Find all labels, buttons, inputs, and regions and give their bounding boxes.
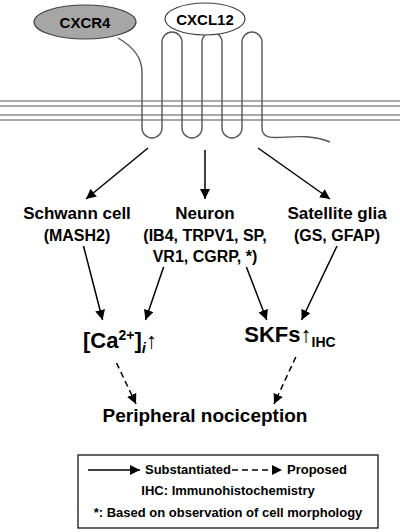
legend-solid-sample bbox=[88, 469, 140, 471]
node-title: CXCL12 bbox=[176, 11, 234, 28]
node-title: Peripheral nociception bbox=[90, 404, 320, 428]
formula-part: 2+ bbox=[118, 327, 134, 343]
formula-part: ↑ bbox=[301, 322, 312, 347]
formula-part: IHC bbox=[312, 334, 336, 350]
legend-note: IHC: Immunohistochemistry bbox=[78, 483, 378, 498]
formula-line: SKFs↑IHC bbox=[232, 320, 348, 357]
substantiated-arrow bbox=[84, 246, 103, 320]
substantiated-arrow bbox=[302, 246, 337, 320]
legend-text: Proposed bbox=[287, 462, 347, 477]
node-title: Neuron bbox=[136, 203, 274, 225]
formula-part: ↑ bbox=[146, 328, 157, 353]
legend-note: *: Based on observation of cell morpholo… bbox=[78, 505, 378, 520]
node-title: Satellite glia bbox=[276, 203, 398, 225]
ligand-ellipse: CXCR4 bbox=[33, 4, 137, 40]
formula-line: [Ca2+]i↑ bbox=[62, 320, 178, 363]
receptor-arrows bbox=[86, 148, 330, 199]
substantiated-arrow bbox=[146, 267, 164, 320]
node-title: Schwann cell bbox=[12, 203, 142, 225]
formula-part: i bbox=[142, 339, 146, 356]
ligand-ellipse: CXCL12 bbox=[164, 2, 246, 36]
formula-part: ] bbox=[134, 328, 141, 353]
node-detail: (MASH2) bbox=[12, 225, 142, 246]
legend-text: Substantiated bbox=[145, 462, 231, 477]
node-detail: (GS, GFAP) bbox=[276, 225, 398, 246]
legend-frame bbox=[78, 455, 378, 528]
proposed-arrow bbox=[117, 363, 136, 404]
ellipse-shape bbox=[165, 3, 245, 35]
node-title: CXCR4 bbox=[60, 14, 111, 31]
cell-type-node: Schwann cell(MASH2) bbox=[12, 203, 142, 246]
ellipse-shape bbox=[34, 5, 136, 39]
substantiated-arrow bbox=[246, 267, 266, 320]
legend-dashed-sample bbox=[232, 469, 282, 471]
cell-type-node: Satellite glia(GS, GFAP) bbox=[276, 203, 398, 246]
node-detail: (IB4, TRPV1, SP, VR1, CGRP, *) bbox=[136, 225, 274, 267]
seven-tm-receptor bbox=[118, 32, 330, 142]
proposed-arrow bbox=[274, 357, 296, 404]
outcome-node: SKFs↑IHC bbox=[232, 320, 348, 357]
cell-type-node: Neuron(IB4, TRPV1, SP, VR1, CGRP, *) bbox=[136, 203, 274, 267]
cell-membrane bbox=[0, 101, 400, 120]
result-node: Peripheral nociception bbox=[90, 404, 320, 428]
outcome-node: [Ca2+]i↑ bbox=[62, 320, 178, 363]
formula-part: [Ca bbox=[83, 328, 118, 353]
formula-part: SKFs bbox=[244, 322, 300, 347]
